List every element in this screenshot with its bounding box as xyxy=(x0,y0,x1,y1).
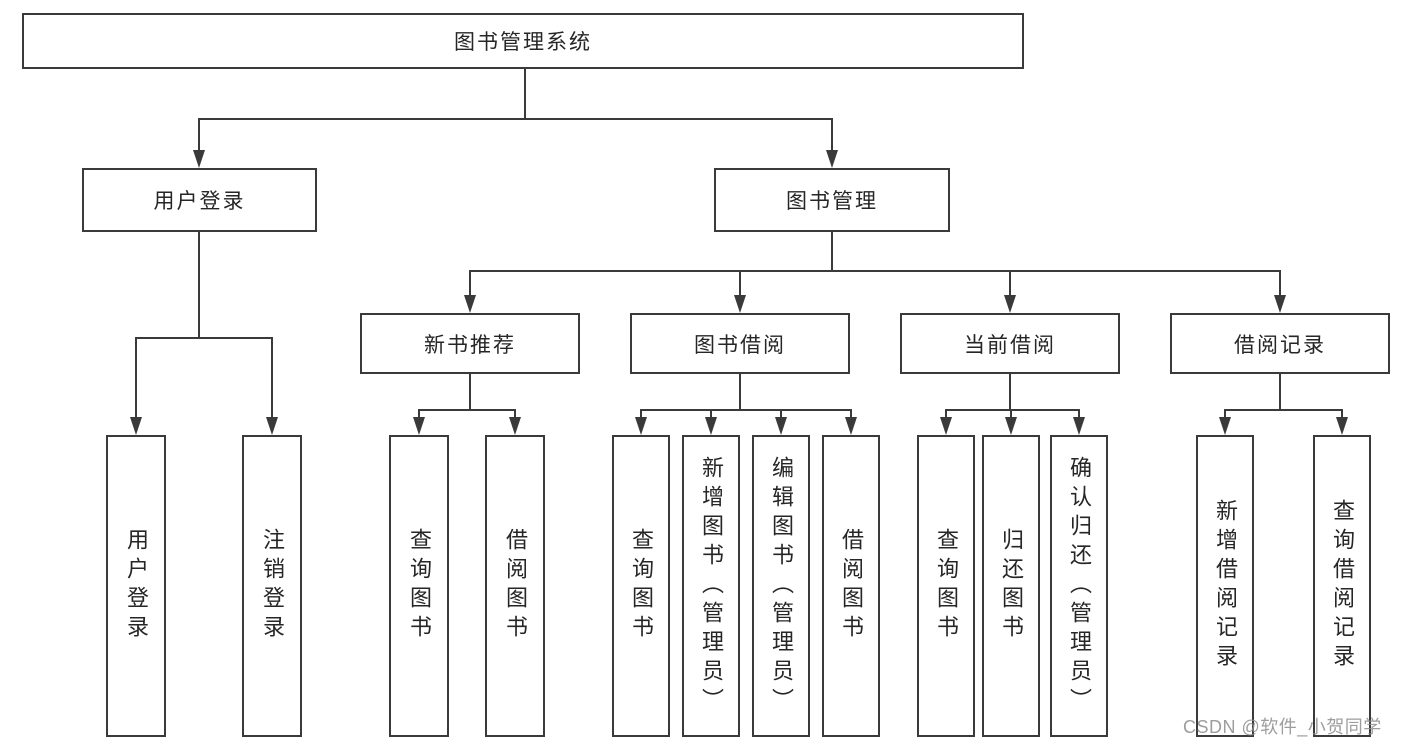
connector-line xyxy=(1009,270,1011,297)
arrow-down-icon xyxy=(1005,417,1017,435)
node-label: 图书管理 xyxy=(786,190,878,213)
connector-line xyxy=(198,232,200,338)
arrow-down-icon xyxy=(826,150,838,168)
node-borrow-records: 借阅记录 xyxy=(1170,313,1390,374)
connector-line xyxy=(739,374,741,411)
arrow-down-icon xyxy=(1336,417,1348,435)
leaf-label: 新增图书（管理员） xyxy=(699,455,724,717)
arrow-down-icon xyxy=(464,295,476,313)
connector-line xyxy=(418,409,516,411)
connector-line xyxy=(198,118,833,120)
connector-line xyxy=(469,374,471,411)
leaf-label: 注销登录 xyxy=(260,528,285,644)
connector-line xyxy=(945,409,1080,411)
connector-line xyxy=(640,409,642,419)
connector-line xyxy=(1279,270,1281,297)
leaf-label: 确认归还（管理员） xyxy=(1067,455,1092,717)
arrow-down-icon xyxy=(1274,295,1286,313)
leaf-user-login: 用户登录 xyxy=(106,435,166,737)
connector-line xyxy=(850,409,852,419)
leaf-query-books-current: 查询图书 xyxy=(917,435,975,737)
connector-line xyxy=(739,270,741,297)
node-user-login: 用户登录 xyxy=(82,168,317,232)
connector-line xyxy=(135,337,273,339)
leaf-label: 编辑图书（管理员） xyxy=(769,455,794,717)
node-label: 当前借阅 xyxy=(964,333,1056,357)
leaf-label: 归还图书 xyxy=(999,528,1024,644)
connector-line xyxy=(135,337,137,419)
leaf-label: 查询图书 xyxy=(407,528,432,644)
connector-line xyxy=(514,409,516,419)
leaf-query-borrow-record: 查询借阅记录 xyxy=(1313,435,1371,737)
arrow-down-icon xyxy=(845,417,857,435)
connector-line xyxy=(198,118,200,152)
node-label: 图书借阅 xyxy=(694,333,786,357)
connector-line xyxy=(1279,374,1281,411)
connector-line xyxy=(469,270,471,297)
node-label: 新书推荐 xyxy=(424,333,516,357)
connector-line xyxy=(1341,409,1343,419)
connector-line xyxy=(640,409,852,411)
connector-line xyxy=(1078,409,1080,419)
connector-line xyxy=(831,118,833,152)
connector-line xyxy=(710,409,712,419)
leaf-label: 用户登录 xyxy=(124,528,149,644)
connector-line xyxy=(945,409,947,419)
node-root-label: 图书管理系统 xyxy=(454,31,592,54)
arrow-down-icon xyxy=(1073,417,1085,435)
leaf-add-book-admin: 新增图书（管理员） xyxy=(682,435,740,737)
connector-line xyxy=(1224,409,1343,411)
csdn-watermark: CSDN @软件_小贺同学 xyxy=(1183,717,1382,737)
leaf-label: 新增借阅记录 xyxy=(1213,499,1238,673)
connector-line xyxy=(524,69,526,120)
leaf-borrow-books: 借阅图书 xyxy=(822,435,880,737)
node-root: 图书管理系统 xyxy=(22,13,1024,69)
leaf-label: 查询图书 xyxy=(934,528,959,644)
connector-line xyxy=(271,337,273,419)
arrow-down-icon xyxy=(1004,295,1016,313)
leaf-label: 借阅图书 xyxy=(503,528,528,644)
arrow-down-icon xyxy=(705,417,717,435)
arrow-down-icon xyxy=(940,417,952,435)
leaf-return-books: 归还图书 xyxy=(982,435,1040,737)
leaf-query-books-borrow: 查询图书 xyxy=(612,435,670,737)
leaf-query-books-recommend: 查询图书 xyxy=(389,435,449,737)
leaf-borrow-books-recommend: 借阅图书 xyxy=(485,435,545,737)
node-book-borrow: 图书借阅 xyxy=(630,313,850,374)
leaf-label: 查询图书 xyxy=(629,528,654,644)
node-book-management: 图书管理 xyxy=(714,168,950,232)
node-label: 用户登录 xyxy=(153,190,246,213)
leaf-label: 借阅图书 xyxy=(839,528,864,644)
arrow-down-icon xyxy=(734,295,746,313)
node-current-borrow: 当前借阅 xyxy=(900,313,1120,374)
arrow-down-icon xyxy=(130,417,142,435)
leaf-edit-book-admin: 编辑图书（管理员） xyxy=(752,435,810,737)
connector-line xyxy=(780,409,782,419)
connector-line xyxy=(1010,409,1012,419)
connector-line xyxy=(469,270,1281,272)
connector-line xyxy=(418,409,420,419)
arrow-down-icon xyxy=(509,417,521,435)
leaf-add-borrow-record: 新增借阅记录 xyxy=(1196,435,1254,737)
leaf-logout: 注销登录 xyxy=(242,435,302,737)
connector-line xyxy=(831,232,833,272)
connector-line xyxy=(1009,374,1011,411)
connector-line xyxy=(1224,409,1226,419)
node-new-book-recommend: 新书推荐 xyxy=(360,313,580,374)
arrow-down-icon xyxy=(193,150,205,168)
node-label: 借阅记录 xyxy=(1234,333,1326,357)
leaf-confirm-return-admin: 确认归还（管理员） xyxy=(1050,435,1108,737)
arrow-down-icon xyxy=(775,417,787,435)
arrow-down-icon xyxy=(266,417,278,435)
arrow-down-icon xyxy=(635,417,647,435)
arrow-down-icon xyxy=(1219,417,1231,435)
leaf-label: 查询借阅记录 xyxy=(1330,499,1355,673)
arrow-down-icon xyxy=(413,417,425,435)
